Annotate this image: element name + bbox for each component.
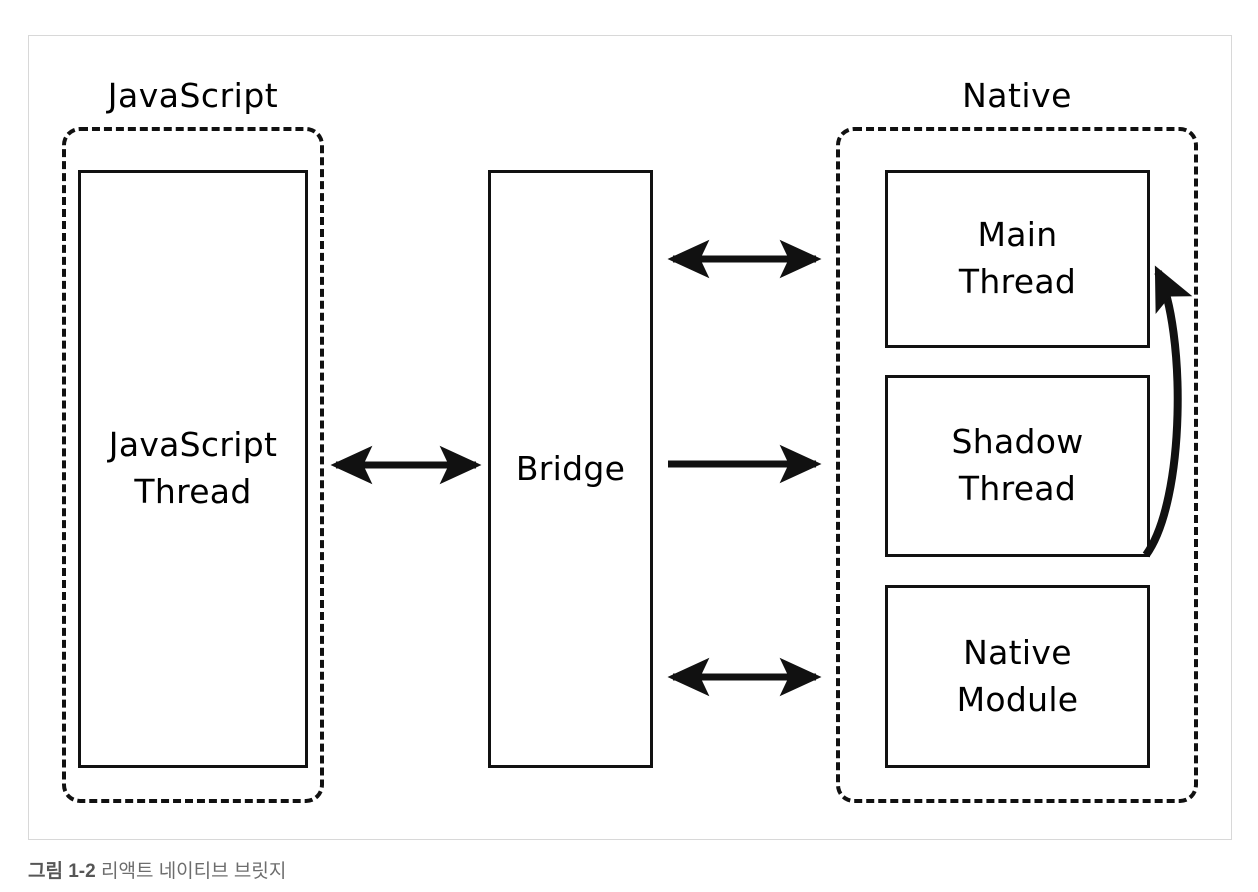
figure-caption-text: 리액트 네이티브 브릿지	[100, 861, 287, 882]
node-box-bridge: Bridge	[488, 170, 653, 768]
dashed-group-native	[836, 127, 1198, 803]
node-label-bridge: Bridge	[515, 448, 626, 488]
section-label-javascript: JavaScript	[107, 76, 279, 115]
figure-caption: 그림 1-2 리액트 네이티브 브릿지	[28, 856, 286, 883]
dashed-group-javascript	[62, 127, 324, 803]
node-label-javascript-thread: JavaScript Thread	[108, 425, 278, 511]
node-label-main-thread: Main Thread	[958, 215, 1077, 301]
node-box-shadow-thread: Shadow Thread	[885, 375, 1150, 557]
node-box-javascript-thread: JavaScript Thread	[78, 170, 308, 768]
node-label-native-module: Native Module	[956, 632, 1079, 719]
node-label-shadow-thread: Shadow Thread	[951, 422, 1084, 508]
section-label-native: Native	[962, 76, 1072, 115]
node-box-main-thread: Main Thread	[885, 170, 1150, 348]
node-box-native-module: Native Module	[885, 585, 1150, 768]
figure-caption-number: 그림 1-2	[28, 861, 96, 882]
